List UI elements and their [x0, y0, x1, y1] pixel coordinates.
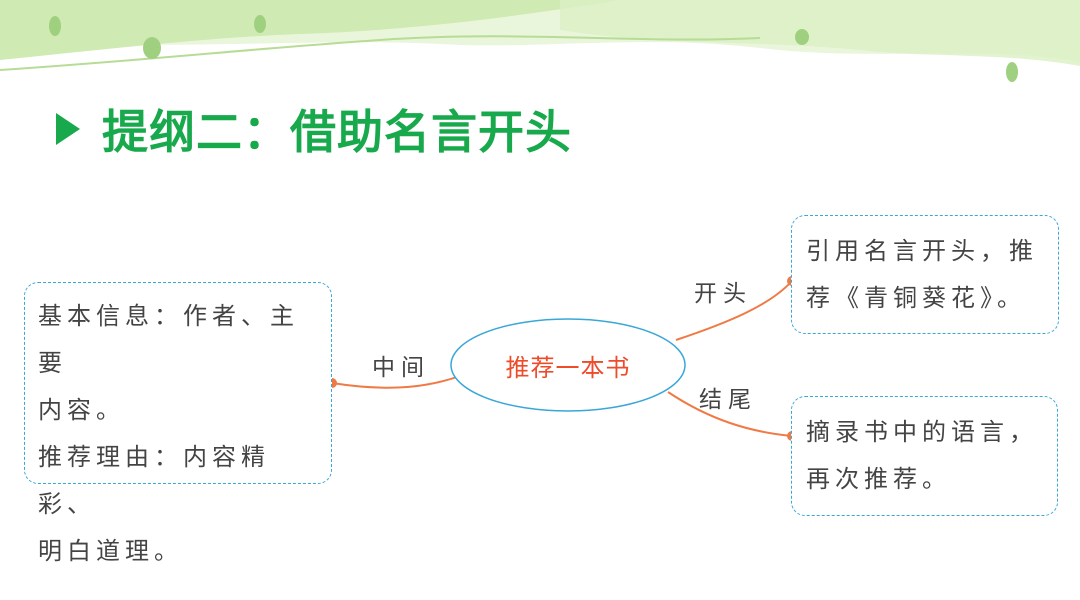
connector-opening [675, 280, 793, 341]
node-box-ending: 摘录书中的语言， 再次推荐。 [791, 396, 1058, 516]
node-text-line: 再次推荐。 [806, 465, 951, 493]
page-title-text: 提纲二：借助名言开头 [102, 105, 572, 159]
top-banner-decoration [0, 0, 1080, 82]
arrow-bullet-icon [56, 113, 80, 145]
node-box-opening: 引用名言开头，推 荐《青铜葵花》。 [791, 215, 1059, 334]
branch-label-opening: 开头 [694, 281, 752, 307]
page-title: 提纲二：借助名言开头 [56, 96, 572, 162]
tree-icon [49, 15, 1018, 82]
branch-label-middle: 中间 [372, 355, 430, 381]
connector-ending [667, 391, 793, 437]
node-box-info: 基本信息：作者、主要 内容。 推荐理由：内容精彩、 明白道理。 [24, 282, 332, 565]
node-text-line: 推荐理由：内容精彩、 [38, 443, 270, 518]
branch-label-ending: 结尾 [699, 387, 757, 413]
center-node-label: 推荐一本书 [505, 353, 631, 382]
node-text-line: 内容。 [38, 396, 125, 424]
center-node [450, 318, 686, 412]
node-text-line: 摘录书中的语言， [806, 418, 1038, 446]
node-text-line: 荐《青铜葵花》。 [806, 284, 1026, 312]
node-text-line: 明白道理。 [38, 537, 183, 565]
node-text-line: 基本信息：作者、主要 [38, 302, 299, 377]
node-text-line: 引用名言开头，推 [806, 237, 1038, 265]
